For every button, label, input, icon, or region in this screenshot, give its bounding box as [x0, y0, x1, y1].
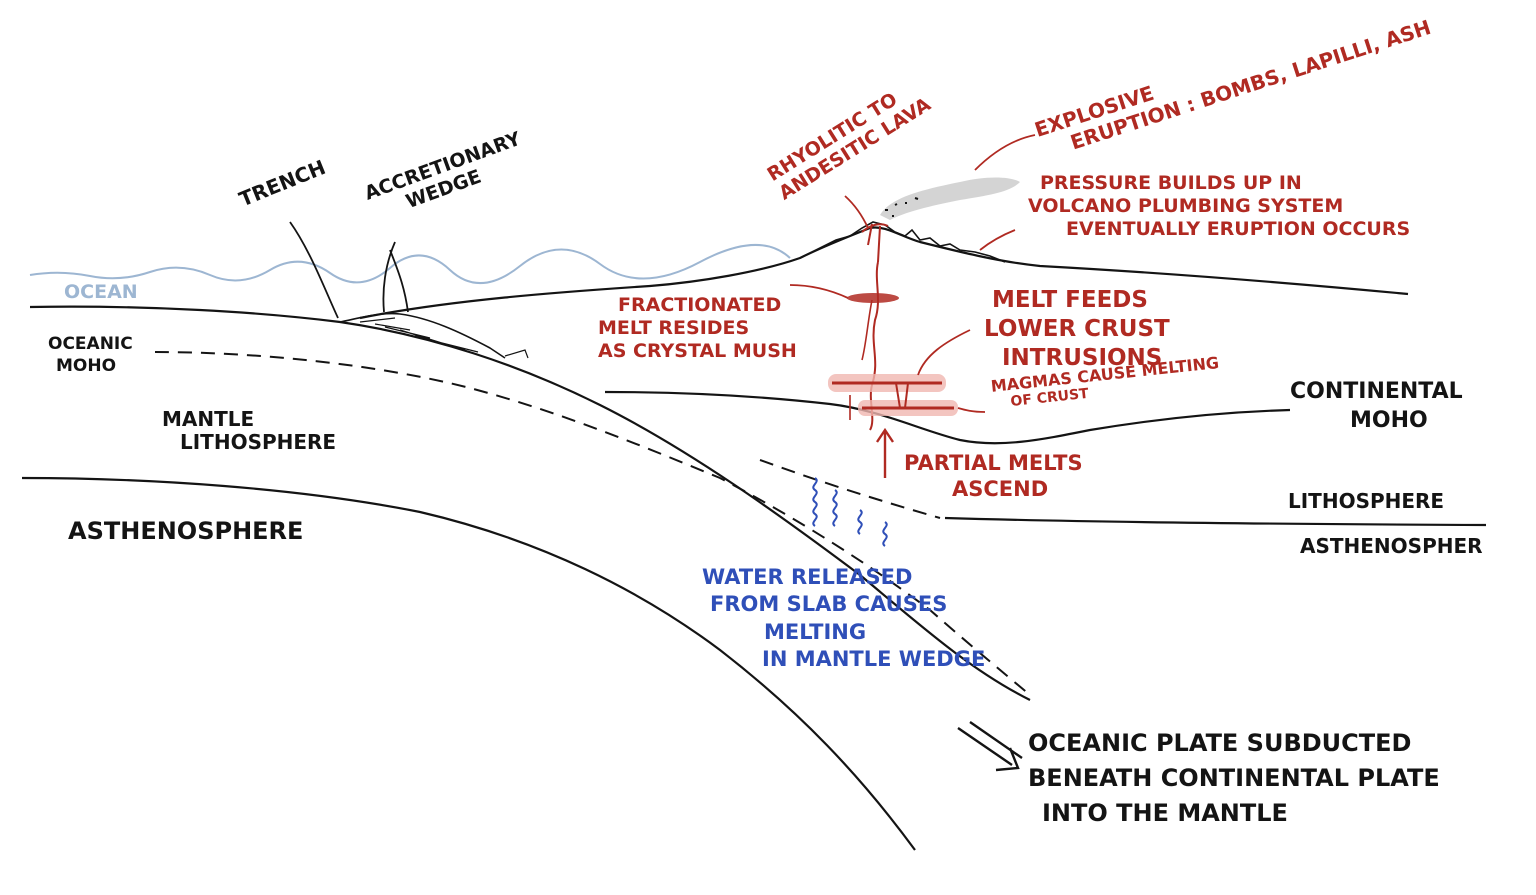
water-released-label: WATER RELEASED FROM SLAB CAUSES MELTING …	[702, 565, 986, 671]
oceanic-plate-top	[29, 305, 1031, 701]
melt-feeds-label: MELT FEEDS LOWER CRUST INTRUSIONS	[984, 287, 1170, 371]
continental-moho-line	[604, 390, 1291, 445]
pressure-builds-label: PRESSURE BUILDS UP IN VOLCANO PLUMBING S…	[1028, 172, 1411, 241]
water-squiggles	[812, 477, 888, 547]
asthenosphere-right-label: ASTHENOSPHER	[1300, 534, 1483, 558]
ocean-label: OCEAN	[64, 281, 138, 303]
pressure-leader	[979, 229, 1016, 251]
trench-leader	[289, 221, 339, 319]
lithosphere-right-label: LITHOSPHERE	[1288, 489, 1445, 513]
mantle-lithosphere-label: MANTLE LITHOSPHERE	[162, 407, 337, 454]
oceanic-plate-label: OCEANIC PLATE SUBDUCTED BENEATH CONTINEN…	[1028, 729, 1440, 827]
ocean-lab-line	[21, 476, 916, 851]
lava-leader	[844, 195, 869, 229]
volcano-cone	[799, 221, 1006, 263]
crystal-mush-sill	[847, 293, 899, 303]
continental-moho-label: CONTINENTAL MOHO	[1290, 379, 1463, 433]
partial-melts-label: PARTIAL MELTS ASCEND	[904, 451, 1083, 502]
fractionated-melt-label: FRACTIONATED MELT RESIDES AS CRYSTAL MUS…	[598, 294, 797, 362]
ash-particles	[885, 197, 919, 217]
eruption-leader	[974, 134, 1036, 171]
ash-plume	[880, 177, 1020, 220]
oceanic-moho-label: OCEANIC MOHO	[48, 334, 133, 377]
lava-flow	[861, 223, 889, 263]
magma-conduit-2	[849, 299, 873, 420]
partial-melts-arrow	[876, 427, 894, 478]
fractionated-leader	[789, 284, 849, 299]
oceanic-moho-line	[154, 351, 1031, 696]
subduction-arrow	[957, 721, 1023, 772]
continental-lab-line	[944, 516, 1487, 527]
melt-feeds-leader	[917, 329, 971, 376]
accretionary-wedge-hatch	[359, 317, 529, 359]
wedge-leader	[382, 241, 409, 313]
asthenosphere-left-label: ASTHENOSPHERE	[68, 517, 304, 545]
ocean-surface-line	[29, 243, 791, 284]
magmas-leader	[957, 407, 986, 413]
intrusion-link	[895, 382, 909, 409]
